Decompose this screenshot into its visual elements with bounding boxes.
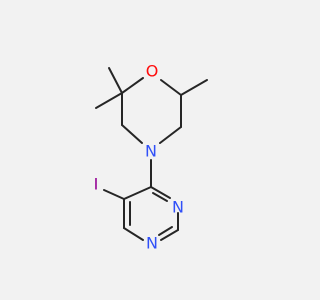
molecule-diagram: O N I N N xyxy=(0,0,300,300)
bond-c6-o xyxy=(160,79,182,96)
bond-c5-c4 xyxy=(123,186,152,200)
background xyxy=(0,0,300,300)
bond-c6-methyl xyxy=(180,79,208,96)
atom-oxygen: O xyxy=(146,62,159,81)
bond-c2-methyl-a xyxy=(95,92,123,109)
atom-iodine: I xyxy=(94,175,99,194)
bond-c2-n1-inner xyxy=(158,226,173,236)
bond-c4-n3-inner xyxy=(152,192,168,202)
bond-c2-n1 xyxy=(160,229,179,241)
bond-c3-n xyxy=(121,124,143,144)
bond-c4-n3 xyxy=(150,186,171,199)
bond-c5-i xyxy=(103,189,125,200)
bond-n1-c6 xyxy=(123,227,144,241)
bond-c2-methyl-b xyxy=(108,67,123,94)
morpholine-ring xyxy=(121,77,182,144)
atom-nitrogen-n1: N xyxy=(146,234,158,253)
atom-nitrogen-n3: N xyxy=(172,198,184,217)
bond-n-c5 xyxy=(159,126,182,144)
atom-labels: O N I N N xyxy=(94,62,184,253)
pyrimidine-ring xyxy=(123,186,179,241)
atom-nitrogen-morpholine: N xyxy=(145,142,157,161)
bond-o-c2 xyxy=(121,77,144,94)
methyl-groups xyxy=(95,67,208,109)
